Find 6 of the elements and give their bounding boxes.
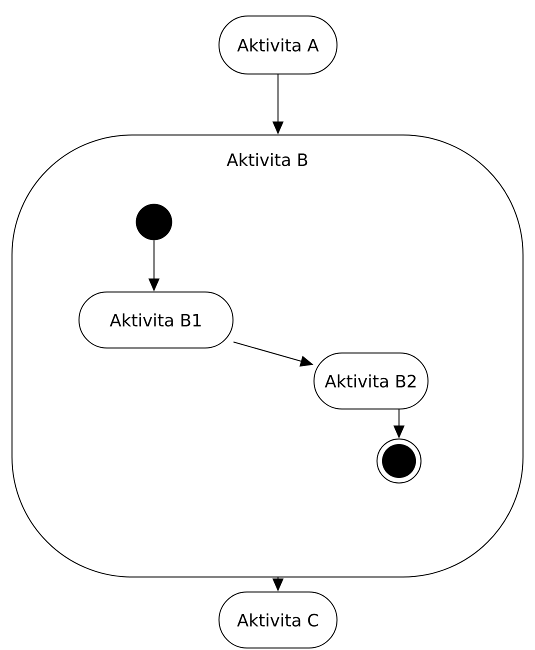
initial-node: [136, 204, 172, 240]
final-node: [376, 438, 422, 484]
activity-box: Aktivita C: [218, 592, 338, 648]
activity-box: Aktivita B1: [78, 292, 234, 348]
activity-box: Aktivita A: [218, 16, 338, 74]
activity-box: Aktivita B2: [314, 352, 428, 410]
